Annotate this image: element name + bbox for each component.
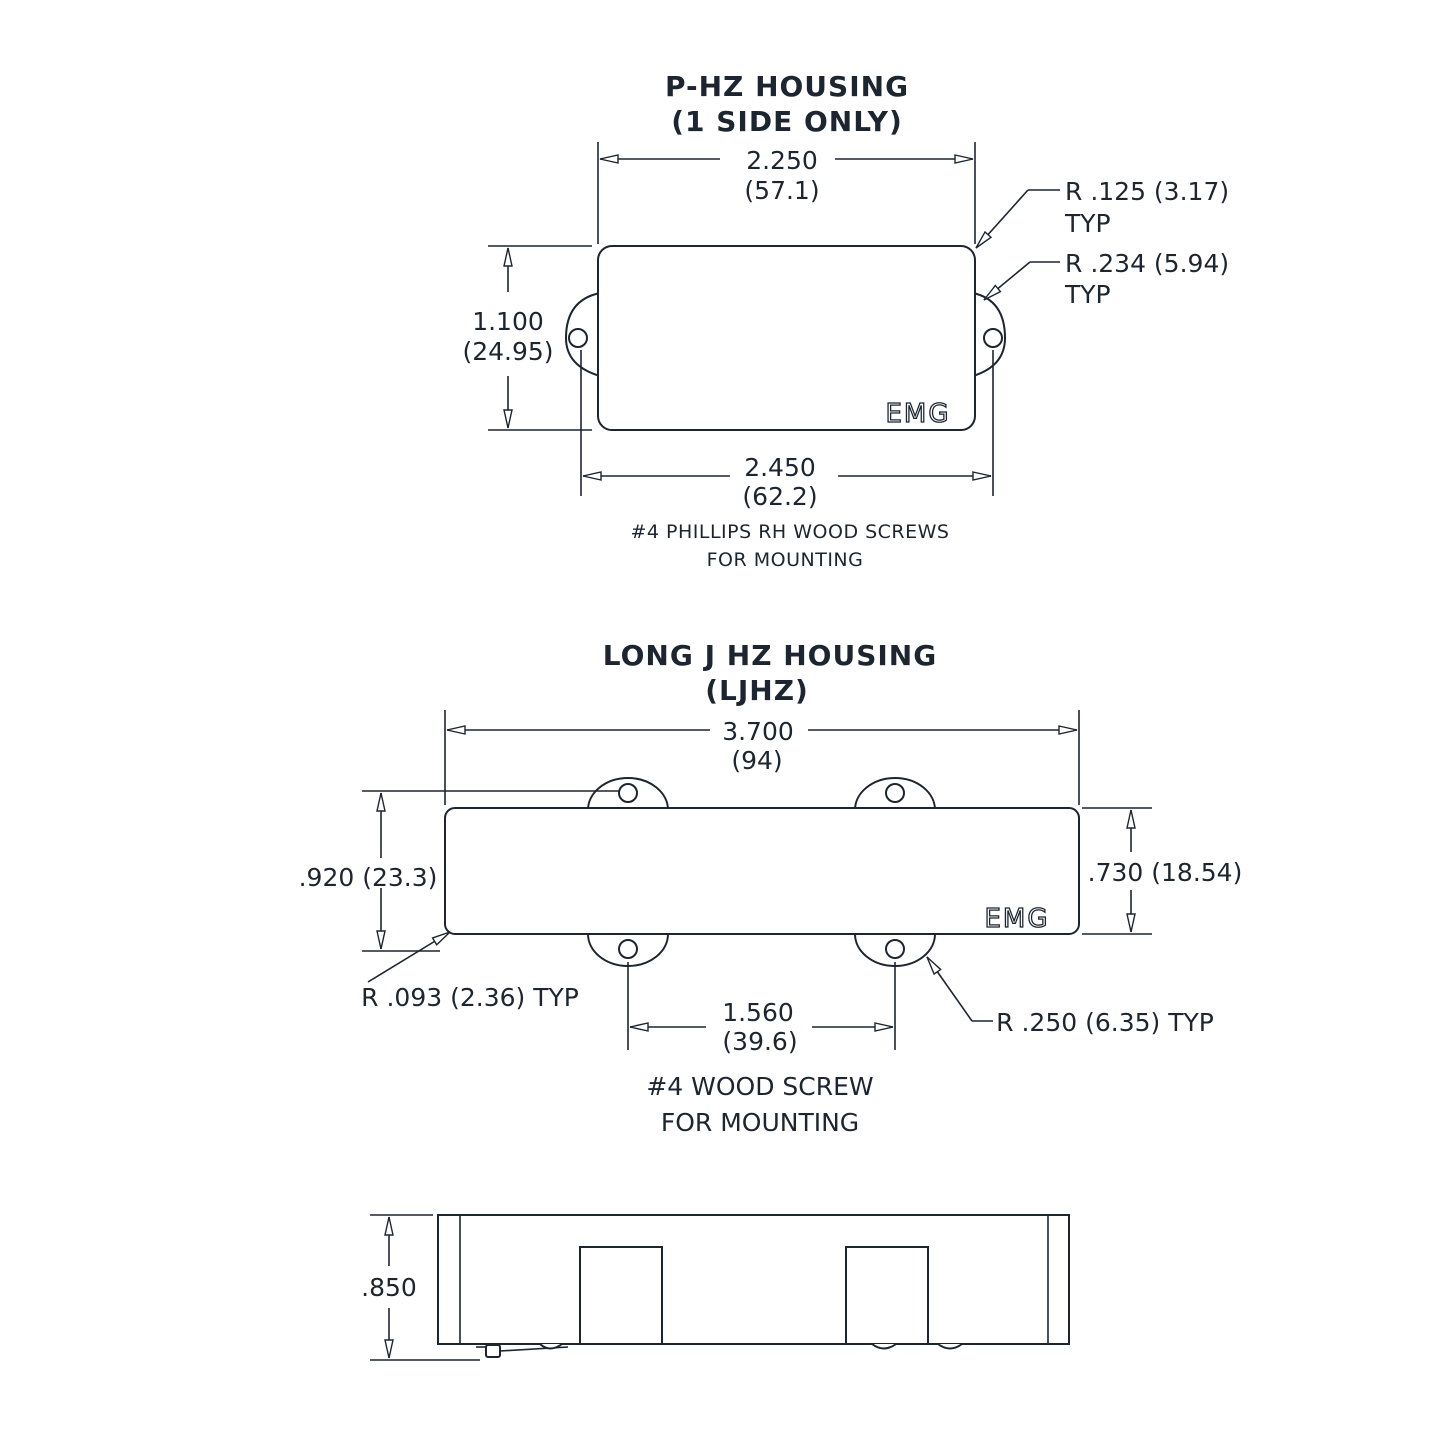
ljhz-width-mm: (94) xyxy=(731,746,782,775)
phz-mounting-note-line2: FOR MOUNTING xyxy=(707,549,864,571)
ljhz-mounting-note-line2: FOR MOUNTING xyxy=(661,1108,859,1137)
phz-title-line1: P-HZ HOUSING xyxy=(665,70,909,103)
phz-left-screw-hole xyxy=(568,328,588,348)
ljhz-top-left-screw-hole xyxy=(618,783,638,803)
ljhz-radius-callouts: R .093 (2.36) TYP R .250 (6.35) TYP xyxy=(361,931,1214,1037)
ljhz-body-height-dimension: .730 (18.54) xyxy=(1082,807,1243,935)
ljhz-width-inches: 3.700 xyxy=(722,717,794,746)
phz-title-line2: (1 SIDE ONLY) xyxy=(671,105,903,138)
ljhz-bottom-left-screw-hole xyxy=(618,939,638,959)
ljhz-top-right-screw-hole xyxy=(885,783,905,803)
phz-radius2: R .234 (5.94) xyxy=(1065,249,1229,278)
phz-width-inches: 2.250 xyxy=(746,146,818,175)
phz-overall-inches: 2.450 xyxy=(744,453,816,482)
side-view-height: .850 xyxy=(361,1273,417,1302)
ljhz-screw-spacing-mm: (39.6) xyxy=(722,1027,797,1056)
side-view-diagram: .850 xyxy=(361,1214,1070,1361)
phz-radius-callouts: R .125 (3.17) TYP R .234 (5.94) TYP xyxy=(975,177,1229,309)
phz-housing-body xyxy=(597,245,976,431)
ljhz-mounting-note-line1: #4 WOOD SCREW xyxy=(646,1072,873,1101)
ljhz-housing-diagram: LONG J HZ HOUSING (LJHZ) 3.700 (94) EMG xyxy=(299,639,1243,1137)
ljhz-radius-large: R .250 (6.35) TYP xyxy=(996,1008,1214,1037)
phz-mounting-note-line1: #4 PHILLIPS RH WOOD SCREWS xyxy=(630,521,949,543)
ljhz-body-height: .730 (18.54) xyxy=(1088,858,1243,887)
phz-radius1: R .125 (3.17) xyxy=(1065,177,1229,206)
side-view-right-foot xyxy=(845,1246,929,1345)
phz-width-dimension: 2.250 (57.1) xyxy=(597,142,976,244)
ljhz-radius-small: R .093 (2.36) TYP xyxy=(361,983,579,1012)
side-view-screws xyxy=(476,1343,963,1358)
phz-right-screw-hole xyxy=(983,328,1003,348)
side-view-height-dimension: .850 xyxy=(361,1214,480,1361)
phz-width-mm: (57.1) xyxy=(744,176,819,205)
ljhz-title-line2: (LJHZ) xyxy=(705,674,809,707)
ljhz-width-dimension: 3.700 (94) xyxy=(444,710,1080,805)
phz-radius2-typ: TYP xyxy=(1064,280,1111,309)
side-view-left-foot xyxy=(579,1246,663,1345)
ljhz-bottom-right-screw-hole xyxy=(885,939,905,959)
phz-emg-logo: EMG xyxy=(885,399,950,429)
phz-housing-diagram: P-HZ HOUSING (1 SIDE ONLY) 2.250 (57.1) … xyxy=(462,70,1229,571)
phz-height-dimension: 1.100 (24.95) xyxy=(462,245,592,431)
ljhz-screw-spacing-dimension: 1.560 (39.6) xyxy=(627,962,896,1056)
ljhz-title-line1: LONG J HZ HOUSING xyxy=(603,639,937,672)
ljhz-overall-height-dimension: .920 (23.3) xyxy=(299,790,620,952)
side-view-body xyxy=(437,1214,1070,1345)
ljhz-emg-logo: EMG xyxy=(984,904,1049,934)
ljhz-screw-spacing-inches: 1.560 xyxy=(722,998,794,1027)
phz-height-mm: (24.95) xyxy=(462,337,553,366)
phz-radius1-typ: TYP xyxy=(1064,209,1111,238)
ljhz-overall-height: .920 (23.3) xyxy=(299,863,438,892)
phz-height-inches: 1.100 xyxy=(472,307,544,336)
phz-overall-mm: (62.2) xyxy=(742,482,817,511)
ljhz-housing-body xyxy=(444,807,1080,935)
phz-overall-dimension: 2.450 (62.2) xyxy=(580,350,994,511)
